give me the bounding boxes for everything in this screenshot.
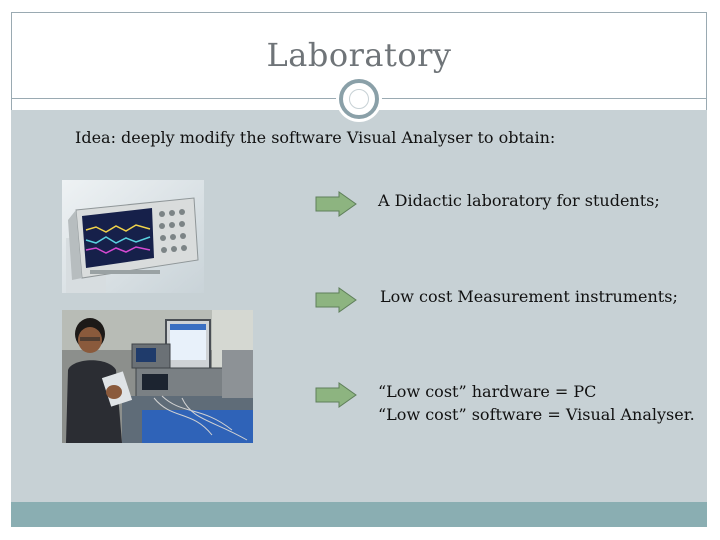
arrow-right-icon <box>315 191 357 217</box>
oscilloscope-photo <box>62 180 204 293</box>
item-didactic-laboratory: A Didactic laboratory for students; <box>378 189 660 212</box>
student-lab-photo <box>62 310 253 443</box>
slide-title: Laboratory <box>266 36 452 74</box>
item-line: “Low cost” hardware = PC <box>378 382 597 401</box>
item-low-cost-instruments: Low cost Measurement instruments; <box>380 285 678 308</box>
arrow-right-icon <box>315 382 357 408</box>
intro-text: Idea: deeply modify the software Visual … <box>75 128 556 147</box>
item-line: A Didactic laboratory for students; <box>378 191 660 210</box>
item-line: Low cost Measurement instruments; <box>380 287 678 306</box>
arrow-right-icon <box>315 287 357 313</box>
circle-ornament-icon <box>339 79 379 119</box>
footer-bar <box>11 502 707 527</box>
item-line: “Low cost” software = Visual Analyser. <box>378 405 695 424</box>
item-low-cost-hw-sw: “Low cost” hardware = PC “Low cost” soft… <box>378 380 695 426</box>
